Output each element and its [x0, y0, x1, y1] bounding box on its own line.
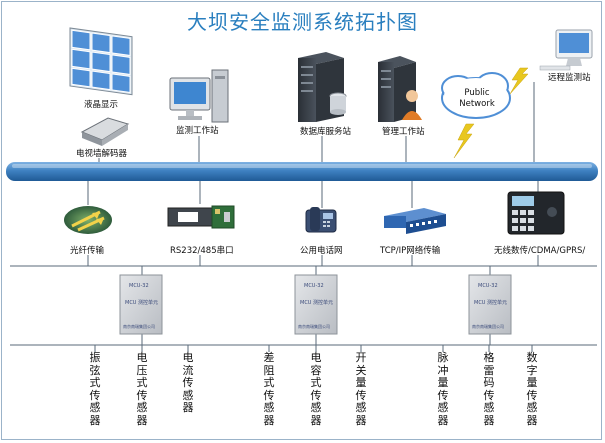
wireless-terminal-icon — [507, 191, 565, 235]
mcu-module-2 — [294, 274, 338, 335]
mcu-module-3 — [468, 274, 512, 335]
sensor-label-7: 脉冲量传感器 — [437, 351, 449, 427]
fiber-icon — [64, 206, 112, 234]
module-1-caption: MCU 测控单元 — [125, 300, 159, 306]
network-switch-icon — [384, 208, 446, 234]
sensor-label-6: 开关量传感器 — [355, 351, 367, 427]
cloud-label: Public Network — [459, 88, 495, 109]
lightning-icons — [453, 67, 529, 159]
mgmt-station-label: 管理工作站 — [382, 127, 425, 137]
phone-icon — [305, 207, 337, 233]
module-3-caption: MCU 测控单元 — [474, 300, 508, 306]
module-2-model: MCU-32 — [304, 283, 324, 289]
monitor-station-icon — [169, 69, 229, 123]
mid-connectors — [87, 181, 539, 208]
sensor-label-5: 电容式传感器 — [310, 351, 322, 427]
tcpip-label: TCP/IP网络传输 — [380, 246, 441, 256]
module-2-maker: 南京南瑞集团公司 — [298, 324, 330, 329]
serial-converter-icon — [167, 205, 235, 229]
module-1-maker: 南京南瑞集团公司 — [123, 324, 155, 329]
sensor-label-4: 差阻式传感器 — [263, 351, 275, 427]
sensor-label-1: 振弦式传感器 — [89, 351, 101, 427]
video-decoder-icon — [80, 117, 130, 146]
video-wall-label: 液晶显示 — [84, 100, 119, 110]
module-2-caption: MCU 测控单元 — [300, 300, 334, 306]
serial-label: RS232/485串口 — [170, 246, 234, 256]
phone-label: 公用电话网 — [300, 246, 343, 256]
sensor-ticks — [94, 345, 533, 352]
sensor-label-3: 电流传感器 — [182, 351, 194, 414]
module-3-model: MCU-32 — [478, 283, 498, 289]
main-bus — [6, 162, 598, 181]
sensor-label-2: 电压式传感器 — [136, 351, 148, 427]
video-decoder-label: 电视墙解码器 — [76, 149, 128, 159]
database-server-icon — [298, 52, 347, 122]
diagram-title: 大坝安全监测系统拓扑图 — [187, 10, 418, 34]
sensor-label-9: 数字量传感器 — [526, 351, 538, 427]
public-network-cloud-icon — [441, 72, 511, 119]
remote-station-icon — [539, 29, 593, 71]
monitor-station-label: 监测工作站 — [176, 126, 219, 136]
sensor-label-8: 格雷码传感器 — [483, 351, 495, 427]
mcu-module-1 — [119, 274, 163, 335]
remote-station-label: 远程监测站 — [548, 73, 591, 83]
wireless-label: 无线数传/CDMA/GPRS/ — [494, 246, 586, 256]
management-station-icon — [378, 56, 422, 122]
video-wall-icon — [69, 27, 133, 96]
db-server-label: 数据库服务站 — [300, 127, 352, 137]
module-3-maker: 南京南瑞集团公司 — [472, 324, 504, 329]
module-1-model: MCU-32 — [129, 283, 149, 289]
fiber-label: 光纤传输 — [70, 246, 105, 256]
